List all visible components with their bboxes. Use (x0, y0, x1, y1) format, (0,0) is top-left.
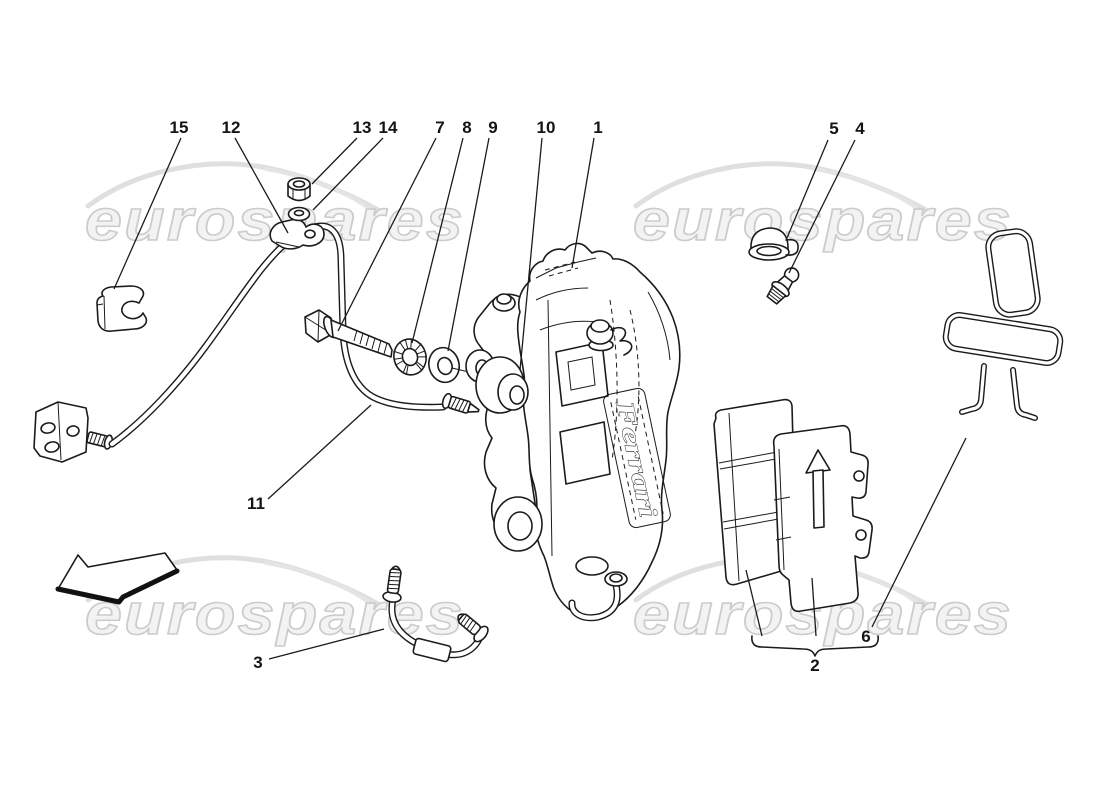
leader-line-13 (311, 137, 358, 185)
callout-number-5: 5 (829, 119, 838, 138)
callout-number-3: 3 (253, 653, 262, 672)
leader-line-5 (786, 139, 829, 239)
callout-number-4: 4 (855, 119, 865, 138)
watermark-text-top-left: eurospares (85, 188, 465, 253)
group-bracket-brace (751, 635, 879, 657)
hose-fitting-top (382, 565, 402, 603)
callout-number-6: 6 (861, 627, 870, 646)
serrated-washer (393, 338, 427, 376)
pad-direction-arrow (805, 449, 831, 529)
pad-spring-clip (942, 228, 1064, 421)
pipe-fitting-bracket-end (86, 431, 114, 450)
leader-line-3 (268, 628, 385, 660)
leader-line-15 (113, 137, 182, 290)
clamp-washer (287, 206, 311, 222)
callout-number-8: 8 (462, 118, 471, 137)
watermark-layer: eurospares eurospares eurospares eurospa… (84, 164, 1013, 648)
hose-bracket (33, 401, 114, 463)
leader-line-10 (519, 137, 543, 371)
leader-line-4 (788, 139, 856, 274)
caliper-bushings (465, 349, 529, 414)
flexible-hose (382, 565, 489, 663)
callout-number-11: 11 (247, 494, 265, 513)
pipe-clamp (269, 218, 325, 250)
brake-pipe (108, 222, 480, 448)
caliper-bleed-screw (586, 319, 633, 356)
watermark-text-top-right: eurospares (633, 188, 1013, 253)
leader-line-6 (871, 437, 967, 628)
hose-fitting-bottom (457, 613, 489, 643)
leader-line-2-0 (745, 569, 763, 637)
brake-pads (713, 398, 873, 613)
hose-sleeve (412, 637, 452, 663)
leader-line-2-1 (811, 577, 817, 637)
clamp-nut (287, 177, 311, 202)
direction-arrow (55, 552, 180, 605)
leader-line-14 (312, 137, 384, 211)
leader-line-7 (337, 137, 437, 332)
callout-number-2: 2 (810, 656, 819, 675)
brake-caliper: Ferrari (465, 242, 681, 622)
caliper-lower-ear (493, 496, 543, 552)
caliper-bolt (304, 309, 393, 358)
callout-number-13: 13 (353, 118, 372, 137)
retaining-clip (96, 285, 148, 332)
bleed-nipple (766, 267, 800, 305)
watermark-text-bottom-right: eurospares (633, 582, 1013, 647)
leader-line-11 (267, 404, 372, 500)
caliper-crossover-tube (568, 571, 628, 622)
callout-number-15: 15 (170, 118, 189, 137)
callout-number-1: 1 (593, 118, 602, 137)
pipe-fitting-caliper-end (441, 392, 480, 414)
callout-number-12: 12 (222, 118, 241, 137)
leader-line-12 (234, 137, 289, 234)
callout-number-14: 14 (379, 118, 398, 137)
leader-line-9 (447, 137, 490, 352)
callout-number-10: 10 (537, 118, 556, 137)
callout-number-7: 7 (435, 118, 444, 137)
leader-line-1 (571, 137, 595, 269)
leader-line-8 (411, 137, 464, 344)
dust-cap (748, 227, 799, 261)
watermark-text-bottom-left: eurospares (85, 582, 465, 647)
callout-number-9: 9 (488, 118, 497, 137)
